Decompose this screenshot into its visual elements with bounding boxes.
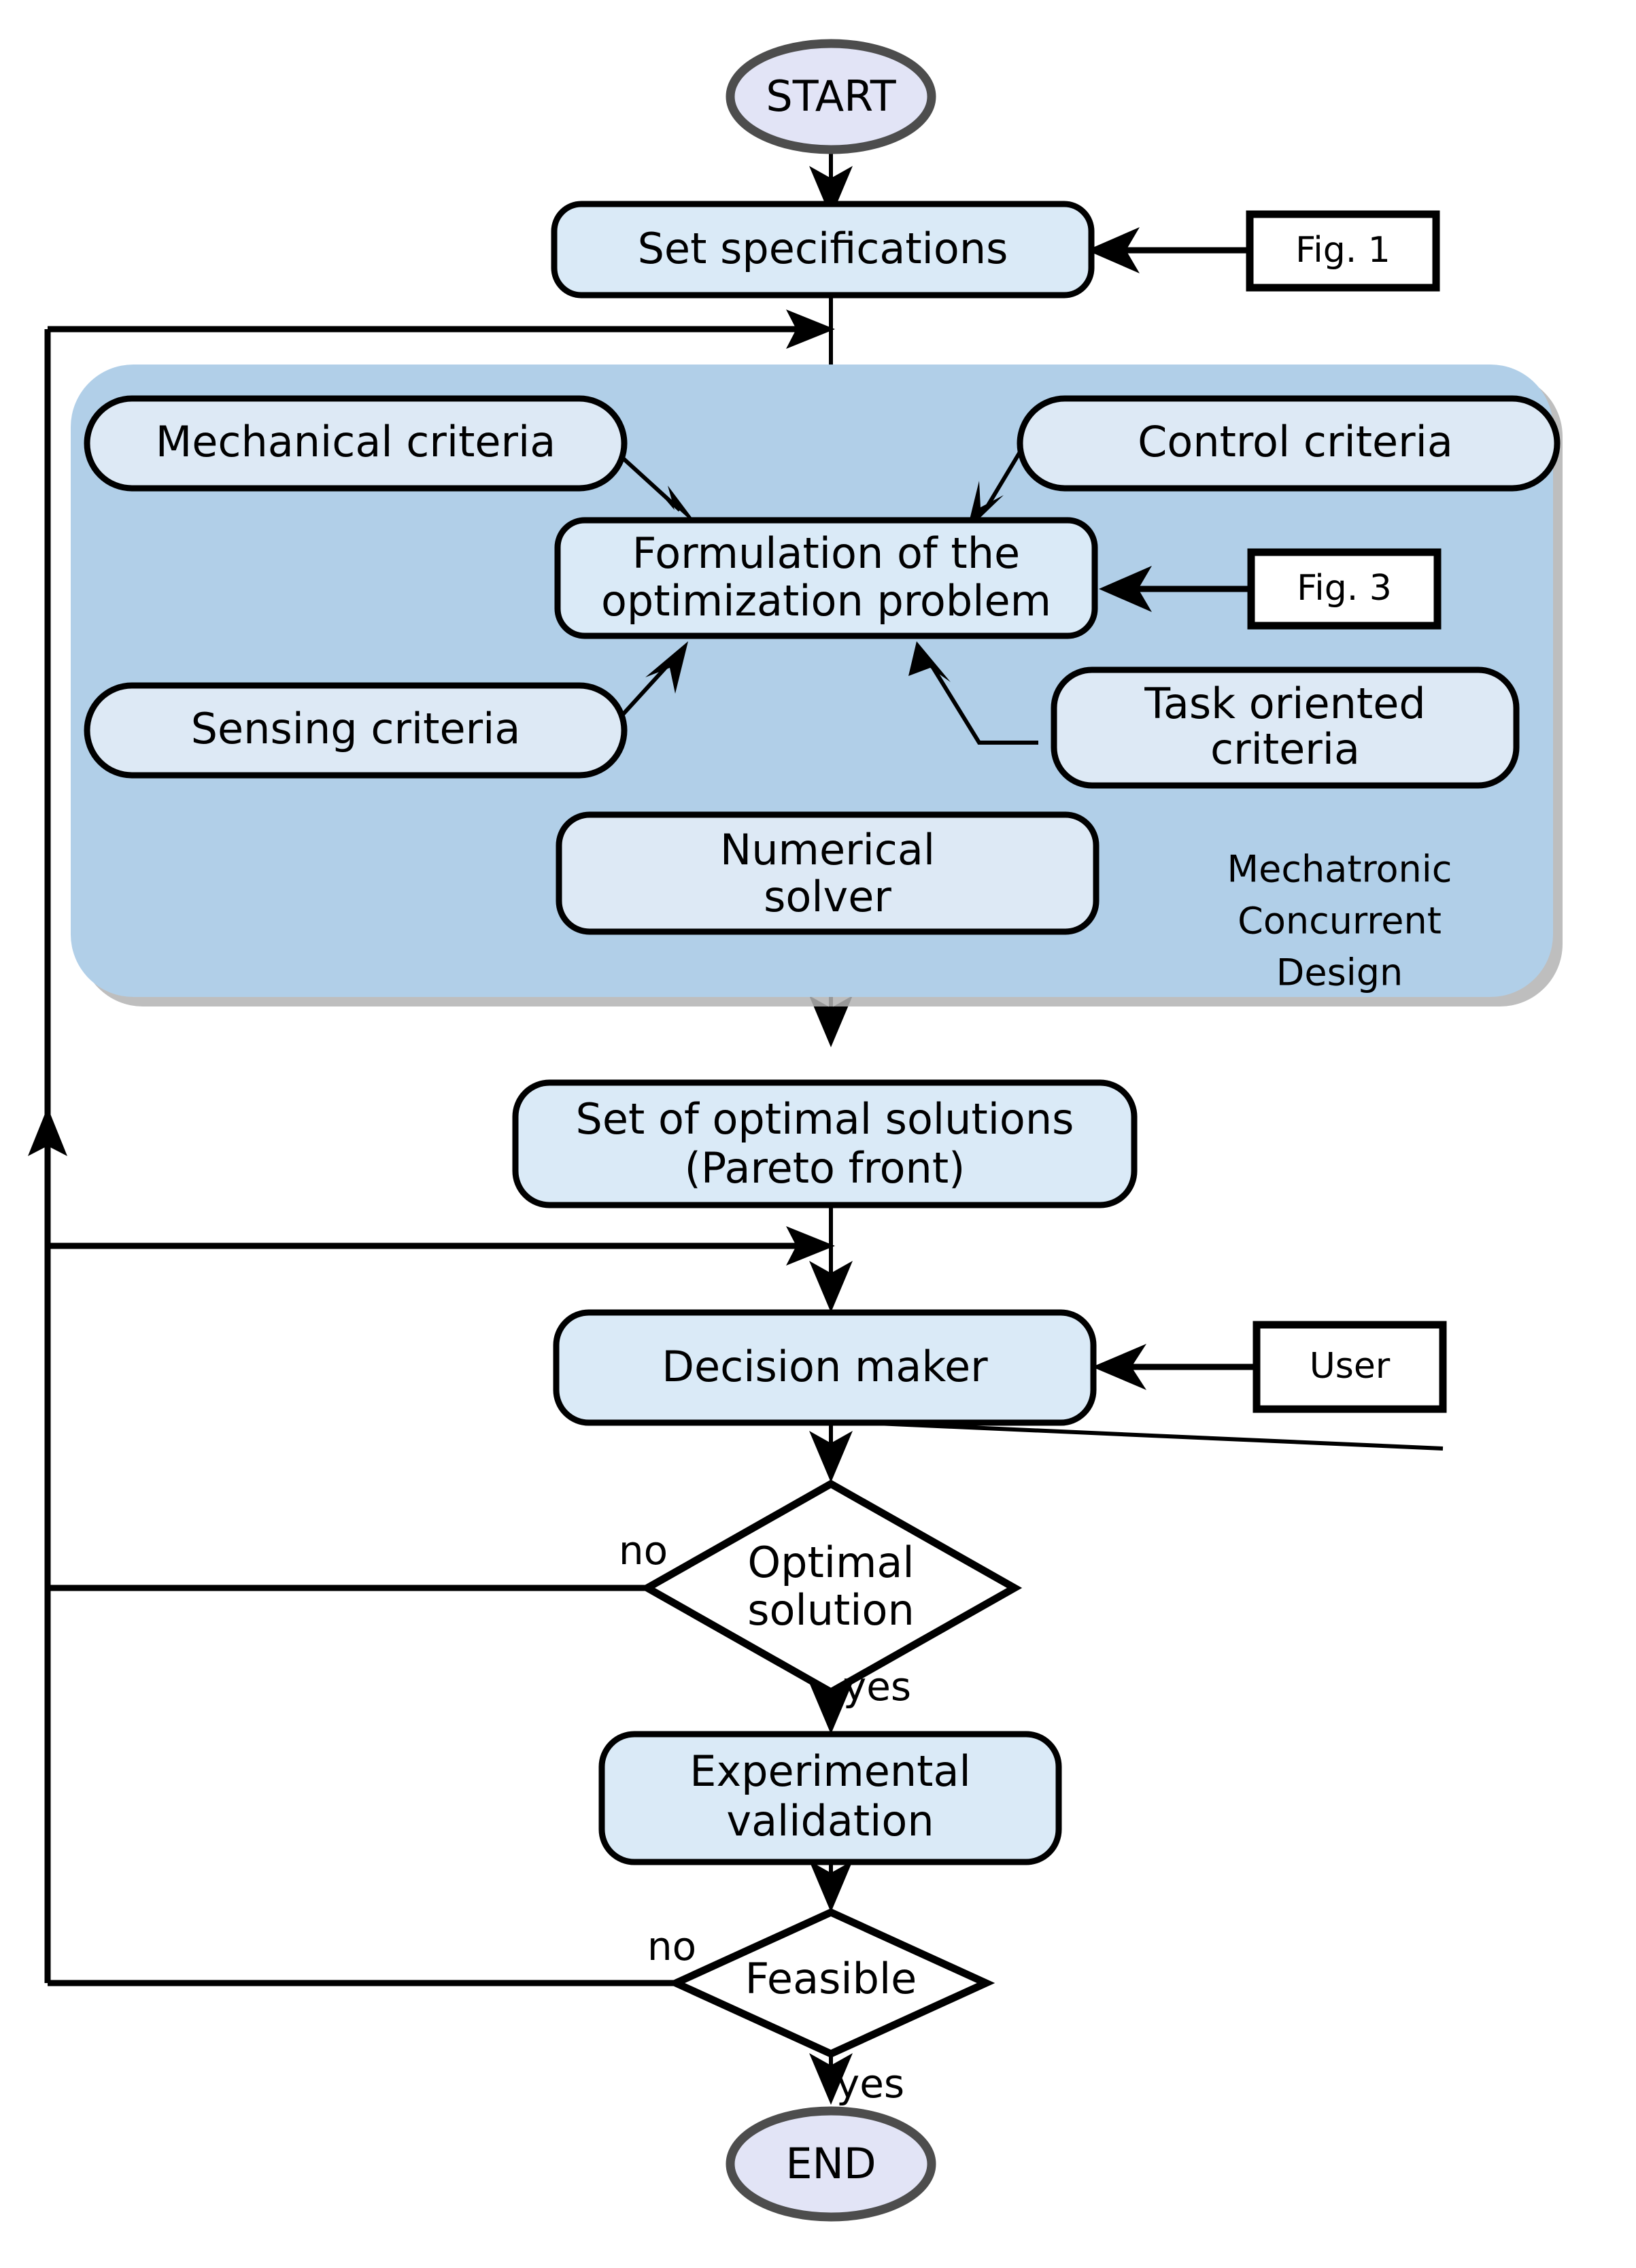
control-criteria-box (1017, 395, 1561, 492)
edge-experimental-to-feasible-arrowhead (809, 1861, 853, 1912)
fig3-label: Fig. 3 (1297, 568, 1392, 609)
pareto-label-line1: Set of optimal solutions (576, 1094, 1074, 1144)
panel-label-group: Mechatronic Concurrent Design (1227, 848, 1452, 994)
node-start[interactable]: START (726, 39, 936, 154)
decision-maker-label: Decision maker (662, 1342, 988, 1391)
edge-task-arrowhead (908, 641, 951, 682)
feedback-rail-up-arrowhead (28, 1107, 67, 1156)
edge-optimal-yes-arrowhead (809, 1682, 853, 1734)
feasible-diamond (666, 1908, 995, 2059)
numerical-solver-box (556, 811, 1100, 935)
node-control-criteria[interactable]: Control criteria (1017, 395, 1561, 492)
optimal-solution-diamond (639, 1479, 1023, 1697)
mechatronic-panel-group (71, 365, 1563, 1006)
feasible-label: Feasible (745, 1954, 917, 2003)
sensing-criteria-box (84, 682, 628, 779)
edge-solver-to-pareto-arrowhead (809, 996, 853, 1047)
task-oriented-label-line1: Task oriented (1144, 679, 1425, 728)
edge-feasible-yes-arrowhead (809, 2053, 853, 2105)
feasible-no-label: no (647, 1923, 696, 1969)
node-formulation[interactable]: Formulation of the optimization problem (554, 517, 1098, 639)
end-ellipse (726, 2106, 936, 2222)
fig3-box (1247, 548, 1442, 630)
optimal-no-label: no (619, 1527, 668, 1574)
optimal-yes-label: yes (843, 1663, 911, 1710)
formulation-label-line2: optimization problem (601, 576, 1051, 626)
edge-sensing-arrowhead (645, 641, 688, 694)
node-numerical-solver[interactable]: Numerical solver (556, 811, 1100, 935)
sensing-criteria-label: Sensing criteria (191, 704, 521, 754)
edge-user-arrowhead (1092, 1344, 1146, 1390)
node-optimal-solution[interactable]: Optimal solution (639, 1479, 1023, 1697)
pareto-box (512, 1079, 1138, 1208)
task-oriented-criteria-box (1051, 666, 1520, 789)
mechanical-criteria-box (84, 395, 628, 492)
node-mechanical-criteria[interactable]: Mechanical criteria (84, 395, 628, 492)
node-pareto[interactable]: Set of optimal solutions (Pareto front) (512, 1079, 1138, 1208)
edge-fig3-arrowhead (1099, 566, 1152, 612)
fig1-label: Fig. 1 (1295, 230, 1391, 271)
node-decision-maker[interactable]: Decision maker (553, 1309, 1097, 1426)
numerical-solver-label-line2: solver (764, 872, 891, 921)
edge-decisionmaker-to-optimal-arrowhead (809, 1431, 853, 1483)
node-fig3[interactable]: Fig. 3 (1247, 548, 1442, 630)
set-specifications-box (551, 201, 1095, 299)
node-end[interactable]: END (726, 2106, 936, 2222)
set-specifications-label: Set specifications (638, 224, 1008, 273)
formulation-label-line1: Formulation of the (632, 528, 1020, 578)
task-oriented-label-line2: criteria (1210, 724, 1360, 774)
node-feasible[interactable]: Feasible (666, 1908, 995, 2059)
edge-decisionmaker-to-optimal (830, 1419, 1444, 1451)
decision-maker-box (553, 1309, 1097, 1426)
user-box (1252, 1321, 1447, 1413)
optimal-solution-label-line1: Optimal (747, 1538, 914, 1587)
experimental-validation-label-line2: validation (726, 1796, 934, 1846)
pareto-label-line2: (Pareto front) (685, 1143, 966, 1193)
node-user[interactable]: User (1252, 1321, 1447, 1413)
feasible-yes-label: yes (836, 2061, 904, 2107)
experimental-validation-box (598, 1731, 1062, 1865)
panel-label-line1: Mechatronic (1227, 848, 1452, 891)
node-fig1[interactable]: Fig. 1 (1246, 210, 1440, 292)
formulation-box (554, 517, 1098, 639)
edge-start-to-setspec-arrowhead (809, 166, 853, 218)
node-task-oriented-criteria[interactable]: Task oriented criteria (1051, 666, 1520, 789)
start-ellipse (726, 39, 936, 154)
mechatronic-panel (71, 365, 1553, 997)
user-label: User (1310, 1346, 1391, 1387)
panel-label-line3: Design (1276, 951, 1403, 994)
start-label: START (766, 71, 896, 121)
feedback-rail-group (28, 309, 835, 1986)
numerical-solver-label-line1: Numerical (720, 825, 935, 875)
node-sensing-criteria[interactable]: Sensing criteria (84, 682, 628, 779)
mechanical-criteria-label: Mechanical criteria (156, 417, 556, 467)
end-label: END (785, 2139, 876, 2188)
control-criteria-label: Control criteria (1138, 417, 1453, 467)
experimental-validation-label-line1: Experimental (689, 1746, 970, 1796)
edge-pareto-to-decisionmaker-arrowhead (809, 1261, 853, 1313)
node-experimental-validation[interactable]: Experimental validation (598, 1731, 1062, 1865)
edge-task-to-formulation (928, 662, 1038, 745)
panel-label-line2: Concurrent (1238, 900, 1442, 943)
node-set-specifications[interactable]: Set specifications (551, 201, 1095, 299)
feedback-top-arrowhead (786, 309, 835, 349)
reference-connectors-group (1087, 227, 1257, 1390)
edge-fig1-arrowhead (1087, 227, 1140, 273)
feedback-middle-arrowhead (786, 1226, 835, 1266)
fig1-box (1246, 210, 1440, 292)
optimal-solution-label-line2: solution (747, 1585, 915, 1635)
